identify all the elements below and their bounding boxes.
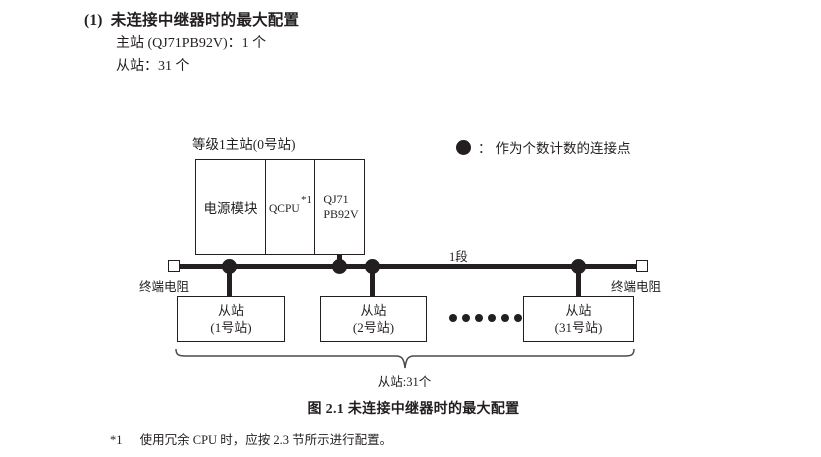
terminating-resistor-right-label: 终端电阻 [611,280,662,294]
connection-point-dot [332,259,347,274]
slave-group-brace-label: 从站:31个 [377,375,432,389]
slave-station-box: 从站 (31号站) [523,296,634,342]
slave-station-number: (2号站) [352,320,395,335]
ellipsis-dot [488,314,496,322]
terminating-resistor-left-icon [168,260,180,272]
slave-drop-cable [227,266,232,297]
spec-line-master: 主站 (QJ71PB92V)：1 个 [116,36,267,51]
ellipsis-dot [462,314,470,322]
slave-station-number: (31号站) [554,320,603,335]
legend-label: 作为个数计数的连接点 [495,141,631,156]
fieldbus-trunk-line [174,264,648,269]
section-number: (1) [84,12,103,29]
slave-drop-cable [370,266,375,297]
legend: ： 作为个数计数的连接点 [456,137,631,157]
terminating-resistor-right-icon [636,260,648,272]
power-module-label: 电源模块 [203,201,258,216]
section-title: 未连接中继器时的最大配置 [110,12,300,29]
section-heading: (1) 未连接中继器时的最大配置 [84,8,299,30]
segment-label: 1段 [449,250,468,264]
ellipsis-dot [475,314,483,322]
spec-line-slave: 从站：31 个 [116,59,190,74]
slave-station-box: 从站 (2号站) [320,296,427,342]
slave-station-number: (1号站) [210,320,252,335]
slave-group-brace [175,348,635,369]
legend-colon: ： [478,141,492,156]
master-station-label: 等级1主站(0号站) [192,137,296,152]
filled-circle-icon [456,139,471,155]
rack-slot-qcpu: *1 QCPU [266,160,315,254]
qcpu-footnote-mark: *1 [301,194,312,206]
network-module-line1: QJ71 [323,192,349,207]
ellipsis-dot [514,314,522,322]
footnote: *1 使用冗余 CPU 时，应按 2.3 节所示进行配置。 [110,429,392,448]
rack-slot-network-module: QJ71 PB92V [315,160,364,254]
ellipsis-dot [501,314,509,322]
ellipsis-dots [449,314,522,322]
slave-title: 从站 [217,302,244,318]
network-module-line2: PB92V [323,207,359,221]
rack-slot-power-module: 电源模块 [196,160,266,254]
figure-caption: 图 2.1 未连接中继器时的最大配置 [307,402,520,417]
footnote-mark: *1 [110,433,123,447]
slave-station-box: 从站 (1号站) [177,296,285,342]
qcpu-label: QCPU [269,203,300,215]
ellipsis-dot [449,314,457,322]
slave-drop-cable [576,266,581,297]
network-module-label: QJ71 PB92V [323,192,358,221]
slave-title: 从站 [565,302,592,318]
slave-title: 从站 [360,302,387,318]
terminating-resistor-left-label: 终端电阻 [139,280,190,294]
footnote-text: 使用冗余 CPU 时，应按 2.3 节所示进行配置。 [139,433,393,447]
master-station-rack: 电源模块 *1 QCPU QJ71 PB92V [195,159,365,255]
